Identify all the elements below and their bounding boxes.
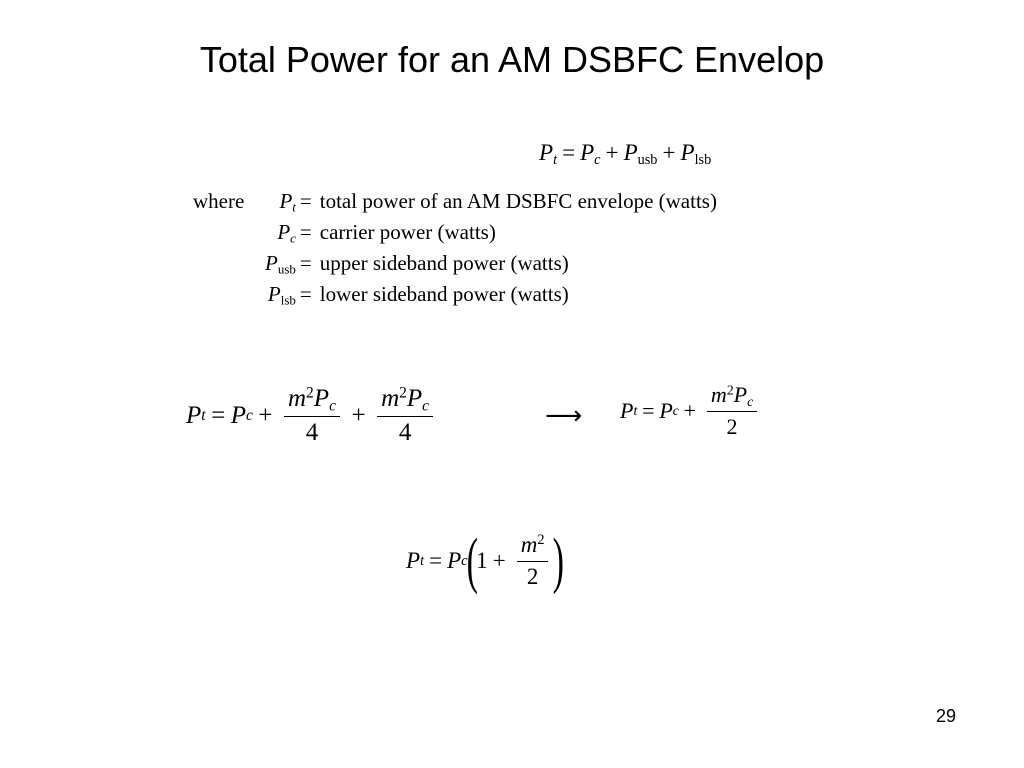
plus-sign: + [683,398,697,423]
plus-sign: + [492,548,506,573]
definition-symbol: Pt [279,189,296,215]
definition-text: total power of an AM DSBFC envelope (wat… [319,189,717,213]
subscript-lsb: lsb [694,151,712,168]
plus-sign: + [662,140,676,165]
fraction: m2Pc 4 [283,385,340,447]
right-arrow-icon: ⟶ [545,401,583,431]
equals-sign: = [299,220,312,244]
symbol-P: P [539,140,554,165]
equals-sign: = [562,140,576,165]
plus-sign: + [605,140,619,165]
equals-sign: = [299,251,312,275]
left-paren: ( [466,527,478,595]
fraction: m2Pc 4 [377,385,434,447]
fraction: m2 2 [516,532,549,590]
definition-text: upper sideband power (watts) [319,251,569,275]
subscript-usb: usb [637,151,658,168]
equals-sign: = [299,282,312,306]
definition-row: Pusb = upper sideband power (watts) [193,248,717,279]
total-power-sum-equation: Pt=Pc+Pusb+Plsb [539,138,711,168]
definition-row: Plsb = lower sideband power (watts) [193,279,717,310]
fraction: m2Pc 2 [706,382,758,440]
definition-text: carrier power (watts) [319,220,496,244]
right-paren: ) [553,527,565,595]
definition-symbol: Pusb [265,251,296,277]
definitions-table: where Pt = total power of an AM DSBFC en… [193,186,717,310]
definition-text: lower sideband power (watts) [319,282,569,306]
definition-symbol: Pc [277,220,296,246]
definitions-block: where Pt = total power of an AM DSBFC en… [193,186,717,310]
equals-sign: = [211,402,226,429]
symbol-P: P [623,140,638,165]
equals-sign: = [642,398,655,423]
symbol-P: P [680,140,695,165]
plus-sign: + [351,402,366,429]
subscript-c: c [594,151,601,168]
definition-row: where Pt = total power of an AM DSBFC en… [193,186,717,217]
subscript-t: t [553,151,558,168]
plus-sign: + [258,402,273,429]
definition-row: Pc = carrier power (watts) [193,217,717,248]
where-label: where [193,189,245,213]
symbol-P: P [580,140,595,165]
equals-sign: = [299,189,312,213]
definition-symbol: Plsb [267,282,296,308]
equals-sign: = [429,548,443,573]
page-number: 29 [936,706,957,726]
slide-title: Total Power for an AM DSBFC Envelop [199,39,825,80]
